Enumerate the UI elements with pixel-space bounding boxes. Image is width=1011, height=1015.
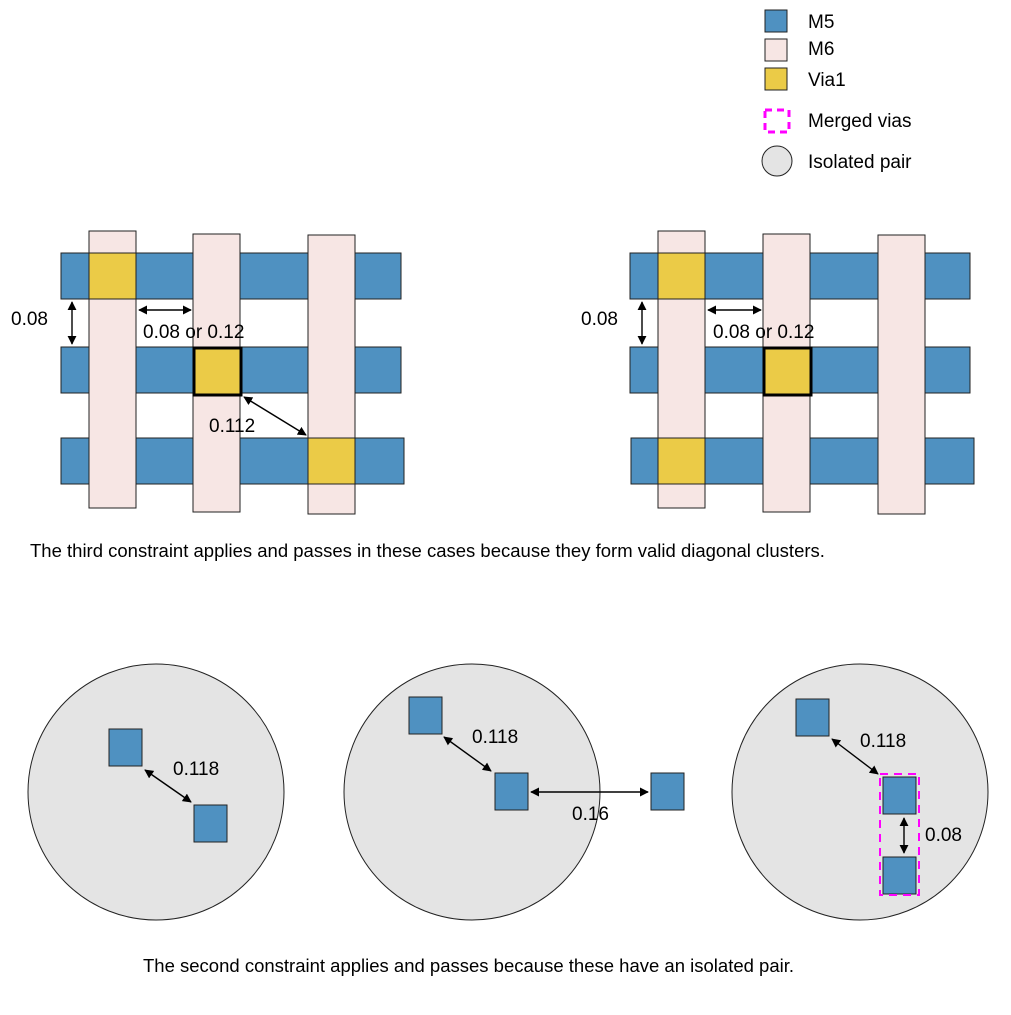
- legend-item-isolated-pair: Isolated pair: [761, 145, 912, 177]
- legend-label-merged-vias: Merged vias: [808, 111, 912, 132]
- via-square: [193, 804, 228, 843]
- via-square: [882, 856, 917, 895]
- isolated-pair-right: 0.118 0.08: [731, 663, 989, 921]
- cluster-top-left: 0.08 0.08 or 0.12 0.112: [11, 230, 405, 515]
- caption-top: The third constraint applies and passes …: [30, 540, 825, 561]
- legend-label-m6: M6: [808, 39, 834, 60]
- dimension-arrow-diagonal: [831, 738, 879, 775]
- dimension-arrow-diagonal: [144, 769, 192, 803]
- legend-item-m5: M5: [764, 9, 834, 33]
- legend: M5 M6 Via1 Merged vias Isolated pair: [761, 9, 912, 177]
- via1-swatch: [764, 67, 788, 91]
- via1-highlighted: [762, 346, 813, 397]
- via1: [307, 437, 356, 485]
- isolated-pair-circle: [27, 663, 285, 921]
- dimension-label-vertical: 0.08: [11, 309, 48, 330]
- legend-item-merged-vias: Merged vias: [763, 108, 912, 134]
- legend-item-via1: Via1: [764, 67, 846, 91]
- via-square: [408, 696, 443, 735]
- m6-wire: [877, 234, 926, 515]
- dimension-label-vertical: 0.08: [925, 825, 962, 846]
- merged-vias-swatch: [763, 108, 791, 134]
- isolated-pair-swatch: [761, 145, 793, 177]
- dimension-label-diagonal: 0.118: [472, 727, 518, 748]
- legend-label-m5: M5: [808, 12, 834, 33]
- cluster-top-right: 0.08 0.08 or 0.12: [581, 230, 975, 515]
- dimension-label-vertical: 0.08: [581, 309, 618, 330]
- dimension-label: 0.118: [173, 759, 219, 780]
- isolated-pair-middle: 0.118 0.16: [343, 663, 685, 921]
- legend-label-isolated-pair: Isolated pair: [808, 152, 912, 173]
- via-square: [650, 772, 685, 811]
- m5-swatch: [764, 9, 788, 33]
- dimension-label-diagonal: 0.118: [860, 731, 906, 752]
- merged-vias-outline: [879, 773, 920, 896]
- via1: [657, 437, 706, 485]
- via-square: [882, 776, 917, 815]
- via-square: [108, 728, 143, 767]
- caption-bottom: The second constraint applies and passes…: [143, 955, 794, 976]
- legend-item-m6: M6: [764, 38, 834, 62]
- legend-label-via1: Via1: [808, 70, 846, 91]
- dimension-label-horizontal: 0.16: [572, 804, 609, 825]
- dimension-label-horizontal: 0.08 or 0.12: [143, 322, 244, 343]
- dimension-label-diagonal: 0.112: [209, 416, 255, 437]
- via1: [657, 252, 706, 300]
- via-square: [795, 698, 830, 737]
- dimension-arrow-diagonal: [443, 736, 492, 772]
- via-square: [494, 772, 529, 811]
- isolated-pair-circle: [731, 663, 989, 921]
- dimension-label-horizontal: 0.08 or 0.12: [713, 322, 814, 343]
- via1: [88, 252, 137, 300]
- isolated-pair-left: 0.118: [27, 663, 285, 921]
- via1-highlighted: [192, 346, 243, 397]
- dimension-arrow-diagonal: [243, 396, 307, 436]
- m6-swatch: [764, 38, 788, 62]
